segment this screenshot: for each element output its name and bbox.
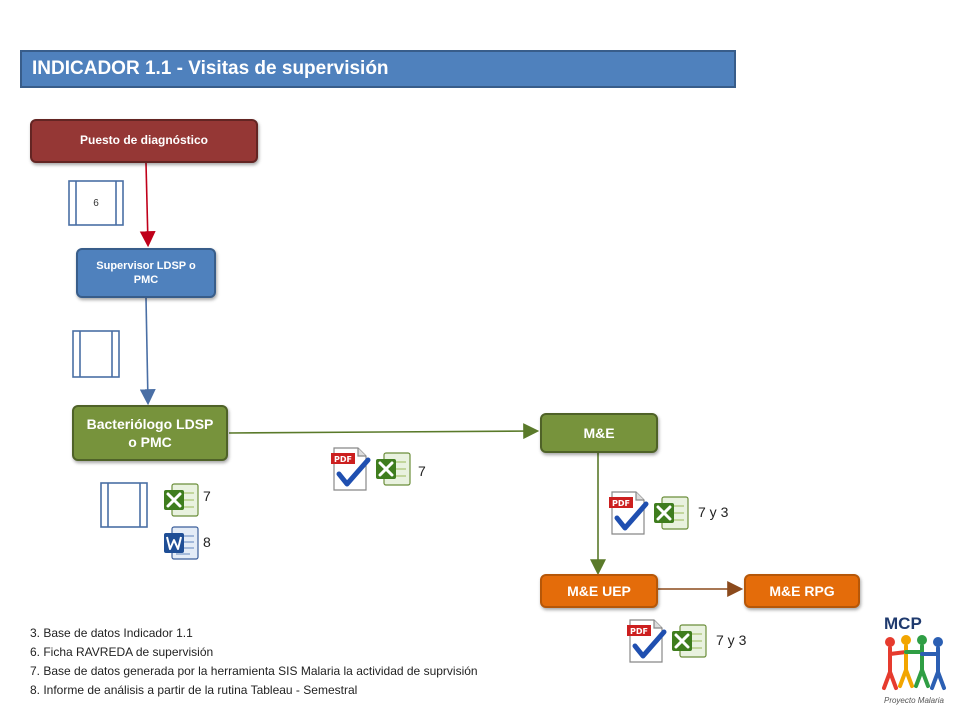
arrow-bacteriologo-me xyxy=(228,423,540,440)
people-figures-icon xyxy=(882,635,946,690)
excel-icon xyxy=(672,624,707,658)
uep-bottom-label: 7 y 3 xyxy=(716,632,747,648)
document-6-label: 6 xyxy=(93,197,99,209)
document-blank-icon xyxy=(72,330,120,378)
excel-icon xyxy=(654,496,689,530)
edge-me-uep-label: 7 y 3 xyxy=(698,504,729,520)
bact-excel-label: 7 xyxy=(203,488,211,504)
node-me-label: M&E xyxy=(583,424,615,441)
node-me-uep-label: M&E UEP xyxy=(567,582,631,599)
node-supervisor: Supervisor LDSP o PMC xyxy=(76,248,216,298)
document-6-icon xyxy=(68,180,124,226)
node-puesto-label: Puesto de diagnóstico xyxy=(79,133,208,148)
node-me-rpg: M&E RPG xyxy=(744,574,860,608)
legend-item: 3. Base de datos Indicador 1.1 xyxy=(30,626,193,640)
bact-word-label: 8 xyxy=(203,534,211,550)
node-me-uep: M&E UEP xyxy=(540,574,658,608)
logo-caption: Proyecto Malaria xyxy=(883,696,945,705)
excel-icon xyxy=(376,452,411,486)
page-title-text: INDICADOR 1.1 - Visitas de supervisión xyxy=(32,58,389,79)
logo-text: MCP xyxy=(884,614,922,633)
legend: 3. Base de datos Indicador 1.1 6. Ficha … xyxy=(30,624,590,700)
arrow-puesto-supervisor xyxy=(139,162,156,248)
legend-item: 7. Base de datos generada por la herrami… xyxy=(30,664,478,678)
pdf-icon: PDF xyxy=(331,447,371,491)
node-supervisor-label: Supervisor LDSP o PMC xyxy=(96,259,196,286)
page-title: INDICADOR 1.1 - Visitas de supervisión xyxy=(20,50,736,88)
word-icon xyxy=(164,526,199,560)
svg-text:PDF: PDF xyxy=(630,627,648,636)
pdf-icon: PDF xyxy=(609,491,649,535)
pdf-icon: PDF xyxy=(627,619,667,663)
mcp-logo: MCP Proyecto Malaria xyxy=(876,612,952,708)
excel-icon xyxy=(164,483,199,517)
svg-text:PDF: PDF xyxy=(612,499,630,508)
node-me-rpg-label: M&E RPG xyxy=(769,582,835,599)
node-bacteriologo-label: Bacteriólogo LDSP o PMC xyxy=(86,415,214,450)
document-bact-icon xyxy=(100,482,148,528)
edge-bact-me-label: 7 xyxy=(418,463,426,479)
node-me: M&E xyxy=(540,413,658,453)
legend-item: 6. Ficha RAVREDA de supervisión xyxy=(30,645,214,659)
svg-text:PDF: PDF xyxy=(334,455,352,464)
node-bacteriologo: Bacteriólogo LDSP o PMC xyxy=(72,405,228,461)
node-puesto-diagnostico: Puesto de diagnóstico xyxy=(30,119,258,163)
arrow-supervisor-bacteriologo xyxy=(139,297,156,406)
legend-item: 8. Informe de análisis a partir de la ru… xyxy=(30,683,358,697)
